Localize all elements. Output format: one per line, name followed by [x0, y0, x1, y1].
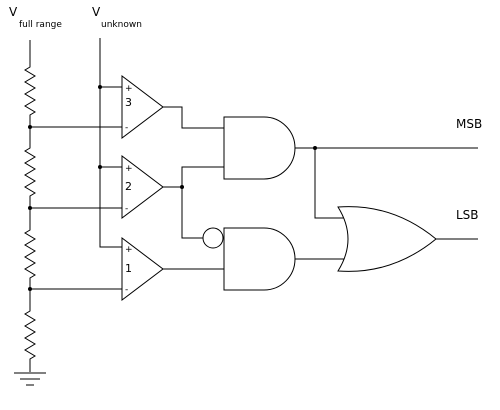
- comp3-output-wire: [163, 106, 224, 129]
- comparator-2: + 2 -: [121, 154, 164, 220]
- comparator-number: 1: [125, 262, 132, 275]
- and-gate-msb: [223, 116, 296, 180]
- or-gate-lsb: [337, 206, 437, 272]
- v-unknown-label: V: [92, 5, 101, 19]
- junction-dot: [180, 185, 184, 189]
- comparator-plus-label: +: [125, 164, 133, 174]
- msb-label: MSB: [456, 117, 482, 131]
- comparator-number: 2: [125, 180, 132, 193]
- ground-symbol: [14, 372, 46, 386]
- junction-dot: [98, 165, 102, 169]
- v-unknown-subscript: unknown: [101, 20, 142, 30]
- junction-dot: [28, 125, 32, 129]
- comparator-3: + 3 -: [121, 74, 164, 140]
- lsb-label: LSB: [456, 208, 479, 222]
- junction-dot: [98, 85, 102, 89]
- resistor-ladder: [24, 40, 36, 372]
- v-full-range-subscript: full range: [19, 20, 62, 30]
- msb-to-or-wire: [314, 148, 345, 219]
- comparator-minus-label: -: [125, 204, 128, 214]
- v-full-range-label: V: [9, 5, 18, 19]
- resistor-top: [24, 40, 36, 127]
- comparator-1: + 1 -: [121, 236, 164, 302]
- comparator-plus-label: +: [125, 245, 133, 255]
- comparator-minus-label: -: [125, 123, 128, 133]
- and-gate-lower: [223, 227, 296, 291]
- junction-dot: [28, 206, 32, 210]
- resistor-upper-middle: [24, 127, 36, 208]
- v-unknown-bus: [99, 38, 122, 248]
- comparator-minus-label: -: [125, 285, 128, 295]
- comp2-to-inverter-wire: [181, 187, 203, 239]
- inverter-bubble: [202, 227, 224, 249]
- comp2-output-wire: [163, 166, 224, 188]
- comparator-number: 3: [125, 96, 132, 109]
- resistor-lower-middle: [24, 208, 36, 289]
- junction-dot: [28, 287, 32, 291]
- comparator-plus-label: +: [125, 84, 133, 94]
- resistor-bottom: [24, 289, 36, 372]
